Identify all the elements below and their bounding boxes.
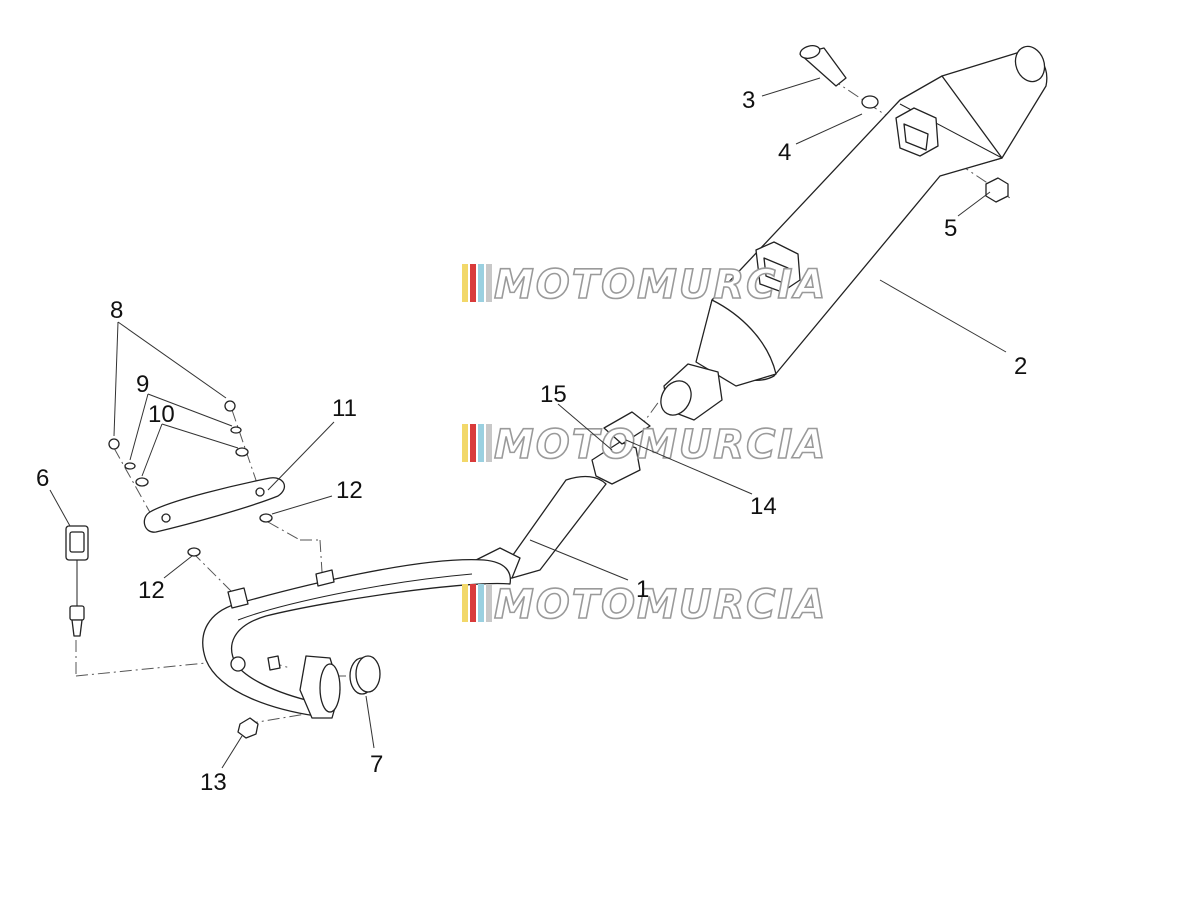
callout-7: 7 [370,751,383,778]
callout-8: 8 [110,297,123,324]
callouts: 1 2 3 4 5 6 7 8 9 10 11 12 12 13 14 15 [36,87,1027,796]
hardware [108,45,1009,739]
watermark-text: MOTOMURCIA [494,582,827,628]
watermark-logo: MOTOMURCIA [462,581,827,629]
watermark: MOTOMURCIA MOTOMURCIA MOTOMURCIA [462,261,827,629]
muffler [695,45,1048,387]
callout-4: 4 [778,139,791,166]
exhaust-header [202,558,512,719]
heat-shield [143,477,286,533]
callout-15: 15 [540,381,567,408]
lambda-sensor [65,525,89,637]
callout-3: 3 [742,87,755,114]
muffler-inlet-stub [660,363,723,421]
gasket-ring [349,655,381,695]
callout-2: 2 [1014,353,1027,380]
callout-13: 13 [200,769,227,796]
callout-14: 14 [750,493,777,520]
watermark-logo: MOTOMURCIA [462,421,827,469]
watermark-logo: MOTOMURCIA [462,261,827,309]
leader-lines [49,77,1007,769]
callout-9: 9 [136,371,149,398]
callout-11: 11 [332,395,357,422]
callout-10: 10 [148,401,175,428]
watermark-text: MOTOMURCIA [494,422,827,468]
callout-12-upper: 12 [336,477,363,504]
callout-12-lower: 12 [138,577,165,604]
callout-6: 6 [36,465,49,492]
callout-1: 1 [636,576,649,603]
callout-5: 5 [944,215,957,242]
watermark-text: MOTOMURCIA [494,262,827,308]
